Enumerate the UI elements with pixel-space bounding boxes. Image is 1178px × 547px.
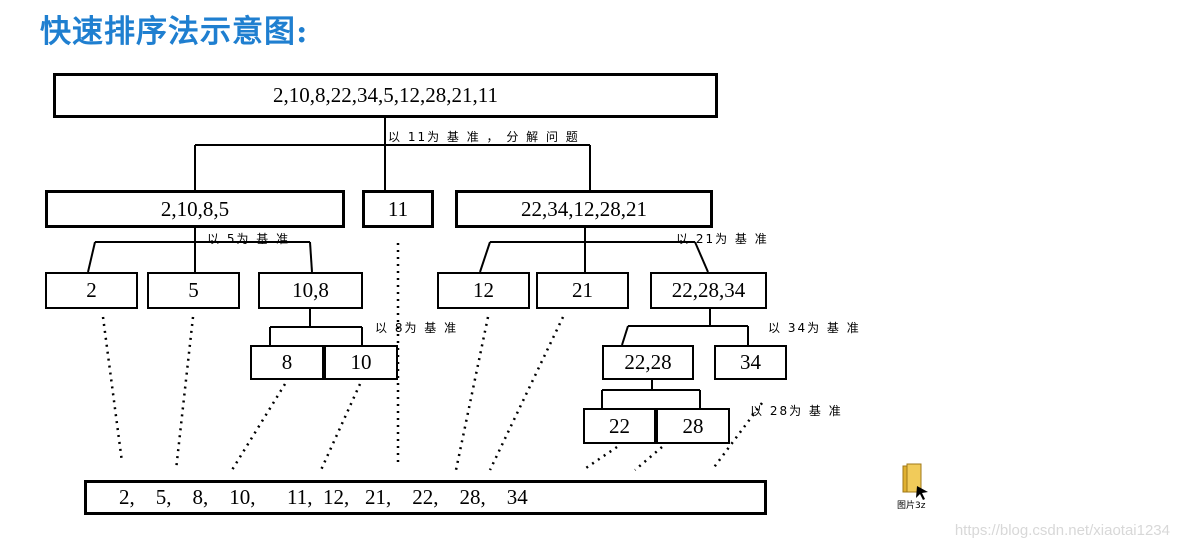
level4-right-a-box: 22 [583, 408, 656, 444]
note-pivot-11: 以 11为 基 准 ， 分 解 问 题 [388, 130, 580, 144]
level2-left-a-box: 2 [45, 272, 138, 309]
note-pivot-34: 以 34为 基 准 [768, 321, 861, 335]
note-pivot-8: 以 8为 基 准 [375, 321, 459, 335]
note-pivot-28: 以 28为 基 准 [750, 404, 843, 418]
level1-left-box: 2,10,8,5 [45, 190, 345, 228]
dotted-line-5 [174, 316, 195, 471]
level4-right-b-box: 28 [656, 408, 730, 444]
connector-right-c [694, 241, 709, 273]
dotted-line-8 [230, 383, 287, 471]
result-box: 2, 5, 8, 10, 11, 12, 21, 22, 28, 34 [84, 480, 767, 515]
connector-right-a [479, 241, 491, 273]
dotted-line-12 [454, 316, 490, 471]
dotted-line-10 [319, 383, 362, 471]
connector-222834-left [621, 325, 629, 346]
dotted-line-28 [634, 446, 663, 471]
dotted-line-21 [488, 316, 565, 471]
level3-right-b-box: 34 [714, 345, 787, 380]
level3-left-a-box: 8 [250, 345, 324, 380]
root-box: 2,10,8,22,34,5,12,28,21,11 [53, 73, 718, 118]
dotted-line-2 [101, 316, 124, 463]
folder-icon[interactable] [897, 462, 937, 512]
dotted-line-22 [582, 445, 618, 472]
level1-right-box: 22,34,12,28,21 [455, 190, 713, 228]
note-pivot-21: 以 21为 基 准 [676, 232, 769, 246]
page-title: 快速排序法示意图: [40, 14, 309, 50]
connector-left-c [309, 241, 313, 273]
file-label[interactable]: 图片3z [897, 501, 926, 511]
level1-middle-box: 11 [362, 190, 434, 228]
note-pivot-5: 以 5为 基 准 [207, 232, 291, 246]
level2-right-c-box: 22,28,34 [650, 272, 767, 309]
watermark: https://blog.csdn.net/xiaotai1234 [954, 522, 1170, 539]
level2-right-b-box: 21 [536, 272, 629, 309]
level2-right-a-box: 12 [437, 272, 530, 309]
level2-left-b-box: 5 [147, 272, 240, 309]
level3-left-b-box: 10 [324, 345, 398, 380]
connector-left-a [87, 241, 96, 273]
level2-left-c-box: 10,8 [258, 272, 363, 309]
level3-right-a-box: 22,28 [602, 345, 694, 380]
